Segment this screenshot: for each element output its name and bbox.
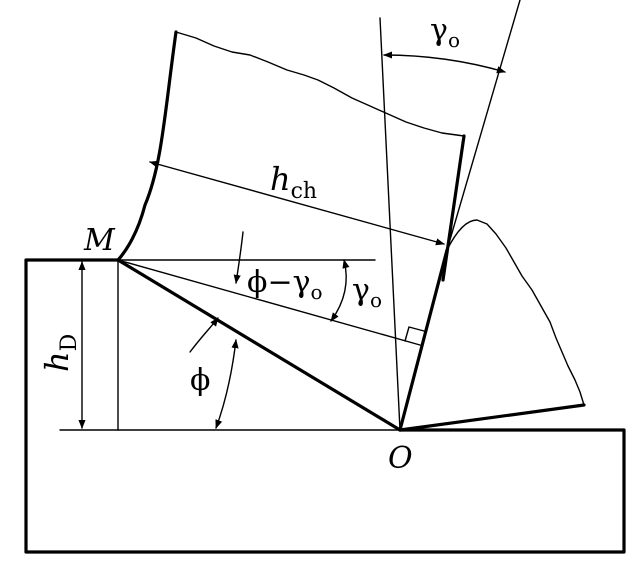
label-gamma-top: γo [430,13,460,52]
right-angle-mark [404,326,425,342]
label-h-d: hD [38,334,82,372]
shear-plane-line [116,258,402,432]
workpiece-outline [24,258,626,554]
gamma-top-arc [383,51,506,74]
tool-broken-outline [446,219,585,406]
vertical-reference-line [379,17,401,431]
chip-body-left-edge [116,30,178,262]
tool-rake-face [398,248,449,432]
tool-flank-face [398,403,586,432]
label-phi: ϕ [190,363,210,398]
h-ch-dimension-arrow [149,160,445,246]
label-m: M [83,223,116,258]
label-o: O [388,441,413,476]
phi-gamma-arc [233,231,244,284]
label-gamma-right: γo [352,273,382,312]
label-phi-minus-gamma: ϕ−γo [247,265,323,304]
rake-normal-line [117,259,421,346]
chip-torn-top-edge [175,31,465,137]
phi-arc [215,339,239,429]
label-h-ch: hch [270,160,317,204]
phi-gamma-arc-lower [189,317,219,353]
tool-rake-extension [446,0,521,251]
gamma-right-arc [330,259,350,322]
